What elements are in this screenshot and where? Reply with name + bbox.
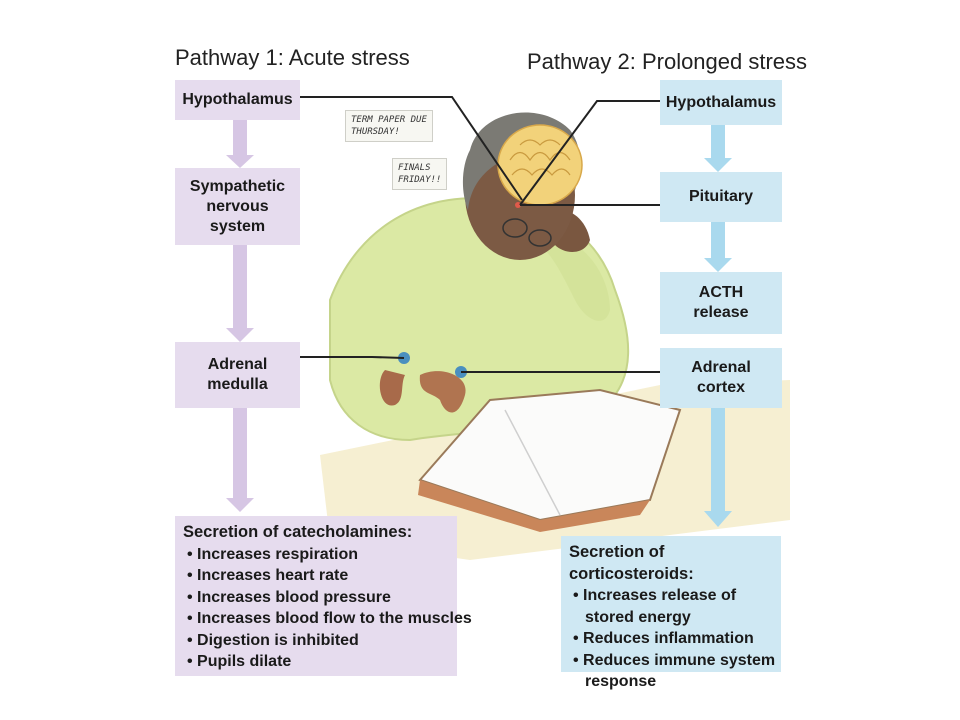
pathway1-title: Pathway 1: Acute stress: [175, 45, 410, 70]
p1-sympathetic-box: Sympathetic nervous system: [175, 168, 300, 245]
kidney-left: [379, 370, 405, 406]
catecholamines-list: Increases respiration Increases heart ra…: [183, 544, 472, 673]
p1-sympathetic-line3: system: [209, 217, 266, 235]
sticky-note-finals: FINALS FRIDAY!!: [392, 158, 448, 190]
p1-hypothalamus-box: Hypothalamus: [175, 80, 300, 120]
corticosteroids-heading: Secretion of corticosteroids:: [569, 543, 694, 583]
list-item: Reduces inflammation: [573, 628, 773, 650]
list-item: Digestion is inhibited: [187, 630, 449, 652]
p2-pituitary-label: Pituitary: [688, 188, 753, 205]
p2-acth-line2: release: [693, 304, 749, 321]
corticosteroids-box: Secretion of corticosteroids: Increases …: [561, 536, 781, 690]
p2-hypothalamus-box: Hypothalamus: [660, 80, 782, 125]
list-item: Increases respiration: [187, 544, 449, 566]
pathway2-arrows: [704, 125, 732, 527]
p1-sympathetic-line2: nervous: [206, 197, 269, 215]
sticky-note-term-paper: TERM PAPER DUE THURSDAY!: [345, 110, 433, 142]
p1-sympathetic-line1: Sympathetic: [189, 177, 286, 195]
p2-adrenal-line2: cortex: [696, 379, 746, 396]
p2-adrenal-cortex-box: Adrenal cortex: [660, 348, 782, 408]
glasses: [502, 218, 528, 238]
p2-hypothalamus-label: Hypothalamus: [665, 93, 777, 111]
p2-acth-box: ACTH release: [660, 272, 782, 334]
list-item: Increases release of stored energy: [573, 585, 755, 628]
p1-adrenal-medulla-box: Adrenal medulla: [175, 342, 300, 408]
note1-line1: TERM PAPER DUE: [351, 115, 427, 125]
note2-line1: FINALS: [398, 163, 431, 173]
leader-lines: [300, 96, 660, 373]
corticosteroids-list: Increases release of stored energy Reduc…: [569, 585, 775, 693]
catecholamines-box: Secretion of catecholamines: Increases r…: [175, 516, 472, 676]
p2-acth-line1: ACTH: [698, 284, 744, 301]
p1-adrenal-line1: Adrenal: [207, 356, 268, 373]
pathway2-title: Pathway 2: Prolonged stress: [527, 49, 808, 74]
kidney-right: [419, 371, 466, 413]
note1-line2: THURSDAY!: [351, 127, 400, 137]
p2-adrenal-line1: Adrenal: [691, 359, 751, 376]
list-item: Pupils dilate: [187, 651, 449, 673]
p1-hypothalamus-label: Hypothalamus: [182, 91, 293, 108]
arm: [545, 235, 610, 321]
catecholamines-heading: Secretion of catecholamines:: [183, 523, 413, 541]
pathway1-arrows: [226, 120, 254, 512]
book-cover: [418, 480, 650, 532]
p1-adrenal-line2: medulla: [207, 376, 268, 393]
list-item: Increases heart rate: [187, 565, 449, 587]
pituitary-marker: [515, 202, 521, 208]
p2-pituitary-box: Pituitary: [660, 172, 782, 222]
list-item: Increases blood flow to the muscles: [187, 608, 472, 630]
list-item: Reduces immune system response: [573, 650, 785, 693]
note2-line2: FRIDAY!!: [398, 175, 442, 185]
list-item: Increases blood pressure: [187, 587, 449, 609]
